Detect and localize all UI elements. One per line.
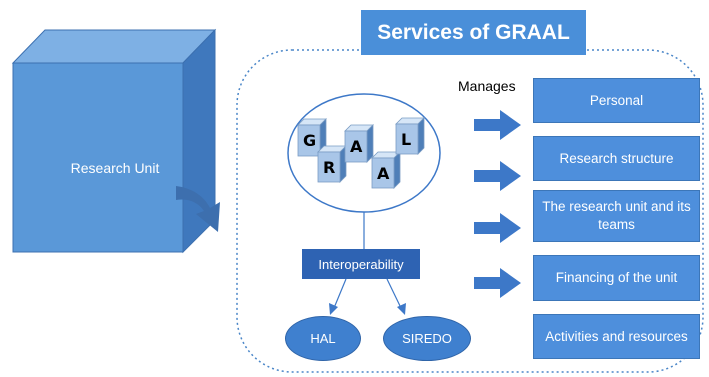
research-unit-cube	[11, 28, 217, 254]
siredo-node: SIREDO	[383, 316, 471, 361]
service-label: Personal	[589, 92, 644, 108]
arrow-right-icon	[474, 268, 521, 298]
logo-letter-l: L	[401, 130, 411, 149]
interoperability-box: Interoperability	[302, 249, 420, 279]
service-label: Financing of the unit	[555, 270, 678, 285]
hal-node: HAL	[285, 316, 361, 361]
logo-letter-a2: A	[377, 164, 390, 183]
service-label: The research unit and its teams	[542, 199, 691, 232]
research-unit-label: Research Unit	[70, 160, 160, 176]
arrow-right-icon	[474, 161, 521, 191]
logo-letter-a1: A	[350, 137, 363, 156]
arrow-right-icon	[474, 110, 521, 140]
arrow-right-icon	[474, 213, 521, 243]
diagram-title: Services of GRAAL	[361, 10, 586, 55]
service-activities-resources: Activities and resources	[533, 314, 700, 359]
curved-arrow-icon	[176, 186, 220, 232]
service-label: Activities and resources	[545, 328, 688, 344]
service-financing: Financing of the unit	[533, 255, 700, 301]
arrow-to-siredo	[386, 278, 406, 315]
graal-logo: G R A A L	[297, 117, 425, 189]
service-label: Research structure	[559, 150, 674, 166]
hal-label: HAL	[310, 331, 336, 346]
siredo-label: SIREDO	[402, 331, 452, 346]
logo-letter-g: G	[303, 131, 316, 150]
logo-letter-r: R	[323, 158, 335, 177]
service-research-structure: Research structure	[533, 136, 700, 181]
service-personal: Personal	[533, 78, 700, 123]
arrow-to-hal	[329, 278, 347, 315]
service-research-unit-teams: The research unit and its teams	[533, 190, 700, 242]
manages-label: Manages	[458, 78, 516, 94]
